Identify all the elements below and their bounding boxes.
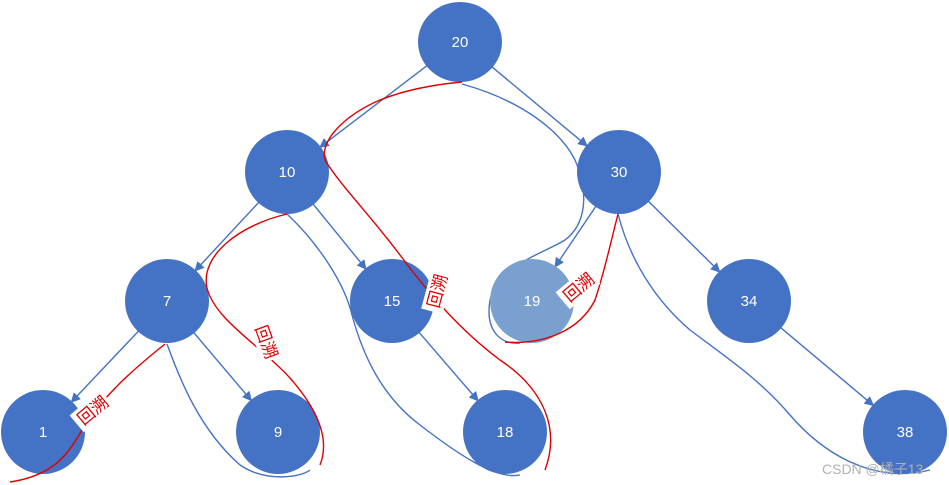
traversal-path-30-to-38 — [617, 213, 931, 475]
edge-30-19 — [554, 204, 598, 268]
backtrack-path-9-to-10 — [205, 213, 325, 466]
node-circle — [490, 259, 574, 343]
traversal-path-root-right — [461, 83, 585, 344]
edge-20-30 — [490, 65, 588, 147]
edge-20-10 — [319, 64, 429, 148]
tree-node-30: 30 — [577, 130, 661, 214]
tree-node-19: 19 — [490, 259, 574, 343]
traversal-path-7-to-9 — [166, 343, 311, 478]
edge-7-9 — [192, 330, 253, 402]
node-label: 18 — [497, 424, 514, 441]
node-label: 7 — [163, 293, 171, 310]
node-label: 9 — [274, 424, 282, 441]
tree-node-38: 38 — [863, 390, 947, 474]
edge-10-7 — [194, 200, 261, 272]
node-circle — [418, 2, 502, 82]
node-label: 10 — [279, 164, 296, 181]
node-circle — [577, 130, 661, 214]
watermark: CSDN @橘子13 — [822, 461, 924, 477]
node-circle — [236, 390, 320, 474]
node-label: 34 — [741, 293, 758, 310]
node-circle — [350, 259, 434, 343]
tree-node-20: 20 — [418, 2, 502, 82]
node-circle — [863, 390, 947, 474]
node-label: 19 — [524, 293, 541, 310]
traversal-path-10-to-18 — [286, 213, 521, 477]
node-label: 1 — [39, 424, 47, 441]
tree-node-15: 15 — [350, 259, 434, 343]
edge-34-38 — [779, 326, 875, 407]
tree-node-34: 34 — [707, 259, 791, 343]
tree-node-7: 7 — [125, 259, 209, 343]
node-circle — [463, 390, 547, 474]
tree-node-18: 18 — [463, 390, 547, 474]
backtrack-label-2: 回溯 — [250, 323, 280, 362]
node-circle — [707, 259, 791, 343]
backtrack-label-3: 回溯 — [424, 272, 452, 310]
node-circle — [245, 130, 329, 214]
node-circle — [125, 259, 209, 343]
tree-node-1: 1 — [1, 390, 85, 474]
edge-30-34 — [646, 199, 721, 273]
node-label: 15 — [384, 293, 401, 310]
backtrack-path-18-to-20 — [323, 81, 552, 471]
traversal-paths — [166, 83, 931, 478]
backtrack-path-19-to-30 — [504, 213, 619, 344]
edge-10-15 — [311, 202, 367, 270]
tree-edges — [70, 64, 875, 407]
node-label: 38 — [897, 424, 914, 441]
edge-15-18 — [417, 330, 479, 402]
node-circle — [1, 390, 85, 474]
edge-7-1 — [70, 329, 141, 403]
tree-node-9: 9 — [236, 390, 320, 474]
node-label: 30 — [611, 164, 628, 181]
node-label: 20 — [452, 34, 469, 51]
tree-node-10: 10 — [245, 130, 329, 214]
